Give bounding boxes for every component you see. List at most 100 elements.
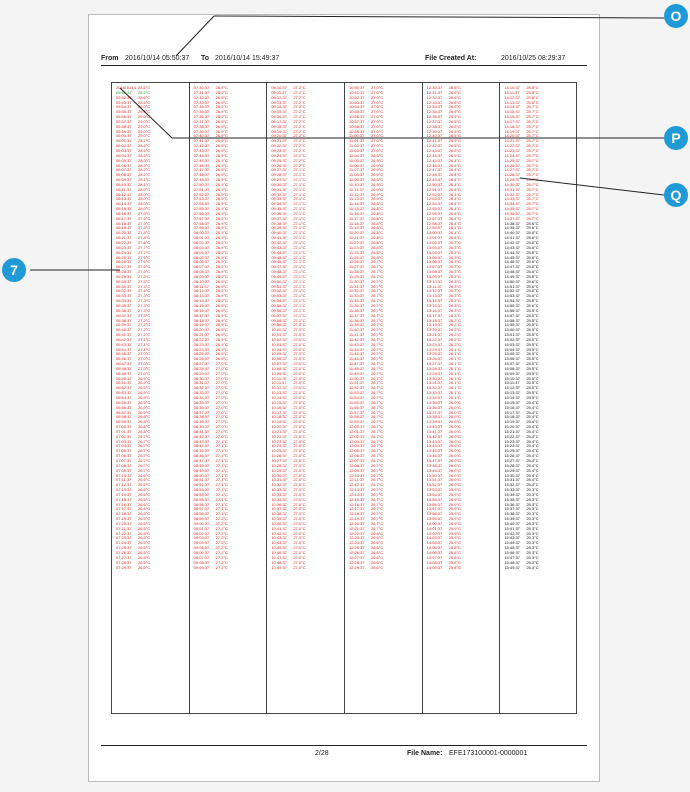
reading-value: 27.2 [215, 530, 224, 536]
reading-value: 26.9 [138, 380, 146, 386]
reading-time: 13:04:37 [426, 249, 443, 255]
reading-value: 26.5 [448, 138, 457, 144]
reading-value: 26.0 [448, 404, 457, 410]
reading-unit: °C [534, 206, 539, 212]
reading-value: 25.5 [526, 361, 535, 367]
reading-time: 12:27:37 [349, 554, 365, 560]
reading-unit: °C [301, 317, 306, 323]
reading-time: 09:42:37 [271, 240, 287, 245]
reading-unit: °C [378, 249, 384, 255]
reading-time: 09:18:37 [271, 123, 287, 129]
reading-value: 26.3 [448, 264, 457, 270]
reading-value: 27.0 [371, 109, 379, 115]
reading-unit: °C [378, 482, 384, 488]
reading-unit: °C [301, 138, 306, 144]
reading-unit: °C [301, 162, 306, 168]
reading-time: 09:14:37 [271, 104, 287, 110]
reading-time: 08:53:37 [193, 487, 210, 493]
reading-value: 26.3 [448, 293, 457, 299]
reading-unit: °C [534, 225, 539, 231]
reading-value: 27.7 [138, 249, 146, 255]
reading-value: 27.2 [293, 123, 302, 129]
reading-value: 26.7 [371, 312, 379, 318]
reading-value: 25.6 [526, 293, 535, 299]
reading-value: 25.9 [448, 496, 457, 502]
reading-unit: °C [534, 157, 539, 163]
reading-unit: °C [145, 109, 151, 115]
reading-unit: °C [456, 327, 461, 333]
reading-unit: °C [456, 138, 461, 144]
reading-value: 26.0 [448, 438, 457, 444]
reading-unit: °C [534, 162, 539, 168]
reading-unit: °C [145, 404, 151, 410]
reading-value: 25.7 [526, 172, 535, 178]
reading-time: 09:46:37 [271, 259, 287, 265]
reading-value: 27.0 [293, 554, 302, 560]
reading-time: 11:25:37 [349, 254, 365, 260]
reading-time: 07:32:37 [193, 94, 210, 100]
reading-unit: °C [301, 462, 306, 468]
reading-time: 13:24:37 [426, 346, 443, 352]
reading-value: 27.0 [215, 385, 224, 391]
reading-time: 11:12:37 [349, 191, 365, 197]
reading-value: 25.5 [526, 395, 535, 400]
reading-unit: °C [534, 133, 539, 139]
reading-value: 27.2 [293, 128, 302, 134]
reading-unit: °C [301, 273, 306, 279]
reading-value: 26.6 [371, 559, 379, 565]
reading-unit: °C [456, 249, 461, 255]
reading-time: 07:17:37 [116, 506, 132, 512]
reading-unit: °C [223, 448, 228, 454]
reading-value: 26.7 [371, 307, 379, 313]
reading-unit: °C [223, 554, 228, 560]
reading-value: 27.1 [215, 462, 224, 468]
reading-value: 27.0 [293, 409, 302, 415]
reading-unit: °C [145, 520, 151, 526]
reading-value: 25.8 [526, 89, 535, 95]
reading-time: 12:08:37 [349, 462, 365, 468]
reading-time: 07:20:37 [116, 520, 132, 526]
reading-value: 26.2 [448, 336, 457, 342]
reading-value: 25.3 [526, 501, 535, 507]
reading-value: 27.0 [293, 448, 302, 454]
reading-unit: °C [378, 172, 384, 178]
reading-time: 08:12:37 [193, 288, 210, 294]
reading-value: 26.3 [448, 244, 457, 250]
reading-value: 26.7 [371, 516, 379, 522]
reading-unit: °C [223, 462, 228, 468]
reading-value: 27.0 [138, 370, 146, 376]
reading-value: 25.3 [526, 550, 535, 555]
